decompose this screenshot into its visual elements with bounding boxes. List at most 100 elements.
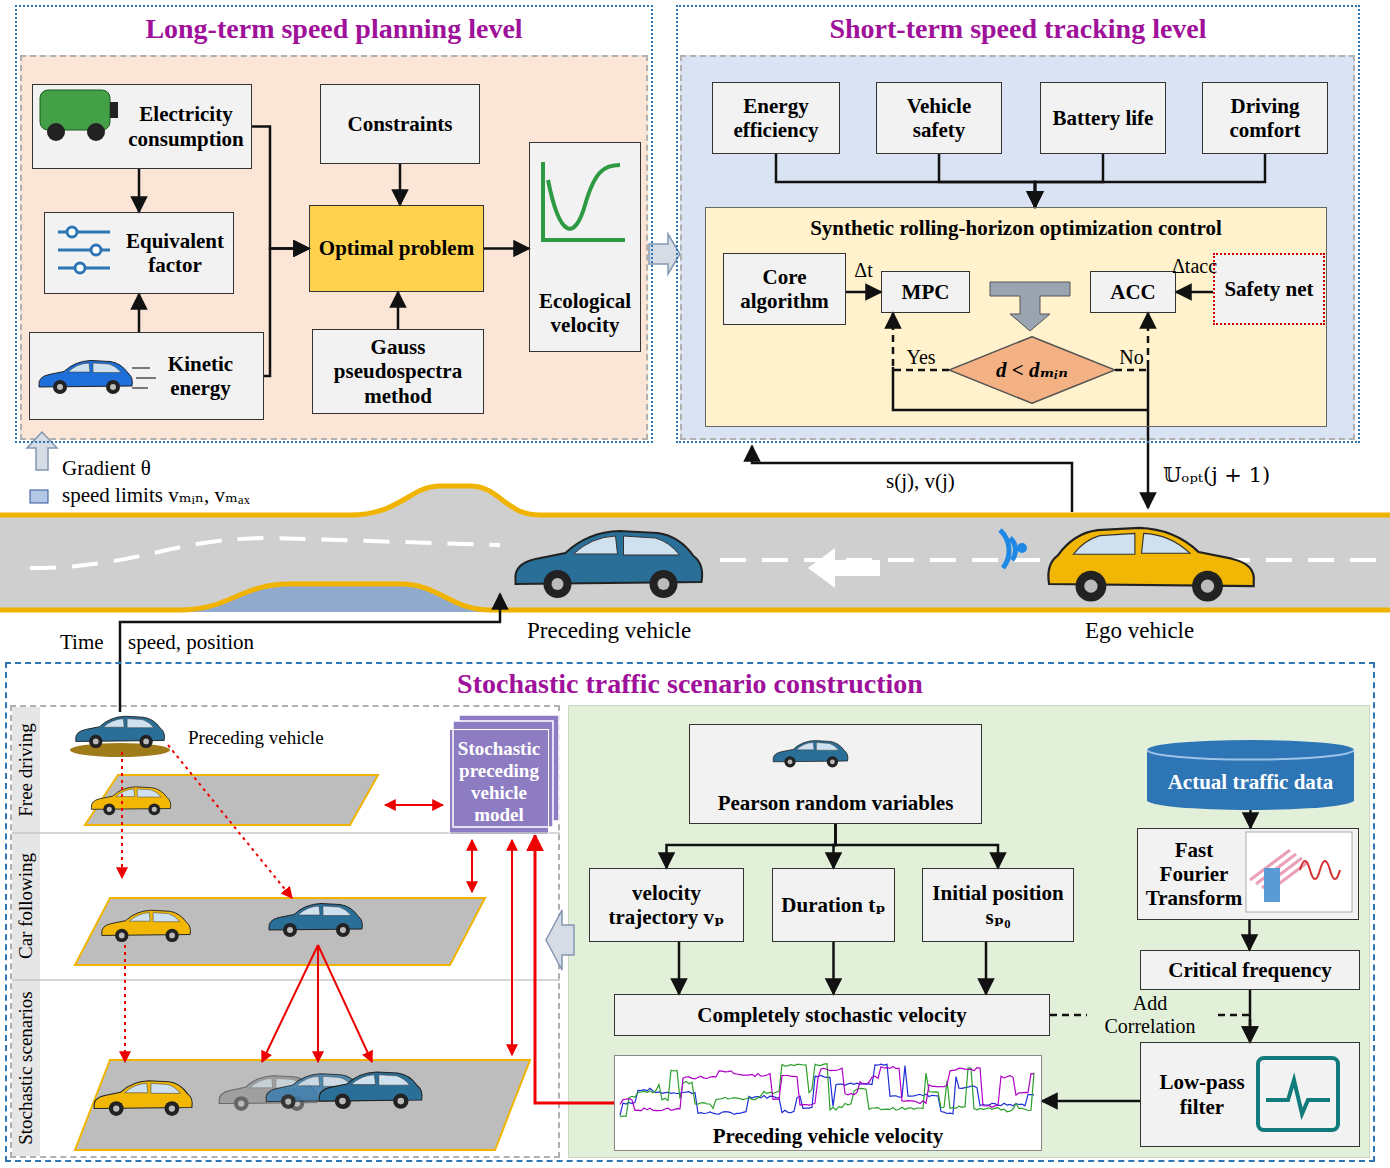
box-label: Vehicle safety: [881, 94, 997, 142]
edge-label: Add Correlation: [1087, 992, 1213, 1038]
box-label: Electricity consumption: [125, 102, 247, 150]
box-label: Preceding vehicle velocity: [713, 1124, 944, 1148]
edge-label: No: [1116, 346, 1146, 369]
box-label: Kinetic energy: [142, 352, 259, 400]
panel-title: Long-term speed planning level: [145, 13, 522, 45]
panel-title: Stochastic traffic scenario construction: [457, 668, 923, 700]
velocity-curve-icon: [543, 162, 625, 240]
fft-thumbnail: [1246, 832, 1352, 912]
scenario-picture: [91, 787, 170, 815]
velocity-trace: [620, 1067, 1034, 1111]
scenario-picture: [122, 745, 292, 1062]
slider-icon: [58, 227, 110, 273]
scenario-picture: [269, 904, 362, 938]
connector: [667, 824, 836, 868]
scenario-picture: [318, 945, 372, 1062]
scenario-picture: [168, 745, 292, 898]
connector: [535, 835, 614, 1103]
level-panel: Short-term speed tracking levelEnergy ef…: [676, 5, 1360, 443]
process-box: Initial position sₚ₀: [922, 868, 1074, 942]
connector: [397, 292, 400, 329]
scenario-picture: [121, 752, 123, 878]
box-label: Equivalent factor: [121, 229, 229, 277]
process-box: Core algorithm: [723, 253, 846, 325]
scenario-picture: [12, 707, 40, 1156]
process-box: Electricity consumption: [32, 84, 252, 169]
block-arrow: [546, 910, 574, 970]
diamond-outline: [949, 337, 1115, 404]
box-label: Duration tₚ: [781, 893, 885, 917]
pearson-car-icon: [773, 741, 848, 768]
connector: [1035, 154, 1103, 207]
block-arrow: [27, 432, 574, 970]
kinetic-car-icon: [39, 361, 156, 395]
panel-title: Short-term speed tracking level: [829, 13, 1206, 45]
scenario-picture: [102, 910, 191, 942]
row-label: Car following: [15, 853, 37, 959]
connector: [939, 154, 1035, 207]
battery-car-icon: [87, 123, 105, 141]
process-box: Completely stochastic velocity: [614, 994, 1050, 1036]
scenario-picture: [12, 833, 560, 980]
connector: [138, 294, 141, 332]
decision-diamond: d < dₘᵢₙ: [949, 336, 1115, 404]
process-box: Critical frequency: [1140, 950, 1360, 990]
slider-icon: [67, 227, 77, 237]
process-box: Vehicle safety: [876, 82, 1002, 154]
connector: [1042, 1100, 1140, 1103]
wifi-icon: [1000, 530, 1009, 568]
box-label: MPC: [902, 280, 950, 304]
process-box: Duration tₚ: [772, 868, 895, 942]
edge-label: Yes: [903, 346, 938, 369]
connector: [252, 127, 309, 249]
process-box: Preceding vehicle velocity: [614, 1055, 1042, 1151]
process-box: Kinetic energy: [29, 332, 264, 420]
level-panel: Long-term speed planning levelElectricit…: [15, 5, 653, 443]
velocity-trace: [620, 1064, 1034, 1117]
process-box: Safety net: [1213, 253, 1325, 325]
scenario-picture: [76, 716, 165, 748]
fft-thumbnail: [1246, 832, 1352, 912]
process-box: ACC: [1090, 271, 1176, 313]
signal-line: [752, 446, 1072, 512]
connector: [776, 154, 1035, 207]
process-box: Driving comfort: [1202, 82, 1328, 154]
edge-label: Δt: [851, 259, 875, 282]
scenario-picture: [75, 1060, 530, 1150]
scenario-picture: [94, 1081, 192, 1116]
slider-icon: [75, 263, 85, 273]
battery-car-icon: [40, 90, 118, 141]
scenario-picture: [124, 945, 126, 1062]
edge-label: Δtacc: [1169, 255, 1220, 278]
wifi-icon: [1000, 530, 1027, 568]
connector: [846, 291, 881, 294]
road: [808, 548, 880, 588]
connector: [264, 249, 309, 377]
connector: [484, 247, 529, 250]
scenario-picture: [75, 898, 485, 965]
vehicle-picture: [1048, 528, 1253, 602]
signal-line: [1147, 367, 1150, 508]
annotation-text: Ego vehicle: [1085, 618, 1194, 644]
velocity-curve-icon: [543, 162, 625, 240]
battery-car-icon: [110, 102, 118, 118]
process-box: Ecological velocity: [529, 142, 641, 352]
process-box: Equivalent factor: [44, 212, 234, 294]
box-label: Pearson random variables: [718, 791, 954, 815]
box-label: Optimal problem: [319, 236, 474, 260]
velocity-curve-icon: [548, 165, 620, 229]
model-stack: [453, 715, 559, 827]
scenario-picture: [511, 840, 513, 1055]
process-box: Constraints: [320, 84, 480, 164]
box-label: Ecological velocity: [534, 289, 636, 337]
process-box: Pearson random variables: [689, 724, 982, 824]
speed-limit-symbol: [30, 490, 48, 503]
box-label: ACC: [1110, 280, 1156, 304]
box-label: d < dₘᵢₙ: [996, 358, 1068, 382]
connector: [893, 313, 949, 370]
filter-icon: [1258, 1058, 1338, 1130]
process-box: Stochastic preceding vehicle model: [449, 729, 549, 835]
cylinder-outline: [1147, 740, 1354, 810]
